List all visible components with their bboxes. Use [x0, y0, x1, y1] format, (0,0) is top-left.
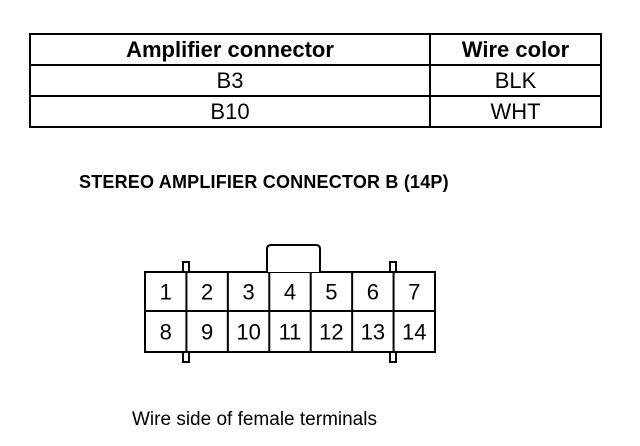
- cell-wire-color: WHT: [429, 95, 602, 128]
- guide-pin: [389, 261, 397, 273]
- connector-caption: Wire side of female terminals: [132, 409, 377, 430]
- connector-title: STEREO AMPLIFIER CONNECTOR B (14P): [79, 172, 449, 192]
- table-row: B10 WHT: [29, 95, 602, 128]
- terminal-number: 10: [236, 320, 260, 345]
- table-row: B3 BLK: [29, 64, 602, 97]
- header-wire-color: Wire color: [429, 33, 602, 66]
- terminal-number: 13: [361, 320, 385, 345]
- terminal-number: 11: [279, 320, 302, 345]
- guide-pin: [182, 261, 190, 273]
- wire-color-table: Amplifier connector Wire color B3 BLK B1…: [29, 33, 602, 128]
- terminal-number: 4: [284, 280, 296, 305]
- table-header-row: Amplifier connector Wire color: [29, 33, 602, 66]
- guide-pin: [389, 351, 397, 363]
- terminal-number: 6: [367, 280, 379, 305]
- terminal-number: 8: [160, 320, 172, 345]
- terminal-number: 1: [160, 280, 172, 305]
- terminal-number: 14: [402, 320, 426, 345]
- guide-pin: [182, 351, 190, 363]
- cell-terminal: B10: [29, 95, 431, 128]
- terminal-number: 2: [201, 280, 213, 305]
- cell-wire-color: BLK: [429, 64, 602, 97]
- terminal-number: 5: [325, 280, 337, 305]
- terminal-number: 9: [201, 320, 213, 345]
- lock-tab: [266, 244, 321, 272]
- terminal-number: 12: [319, 320, 343, 345]
- terminal-number: 7: [408, 280, 420, 305]
- header-amplifier-connector: Amplifier connector: [29, 33, 431, 66]
- cell-terminal: B3: [29, 64, 431, 97]
- terminal-number: 3: [242, 280, 254, 305]
